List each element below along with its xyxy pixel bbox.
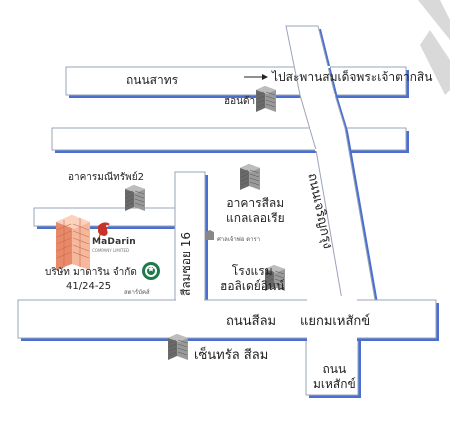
- road-label-mahesak: ถนน มเหสักข์: [313, 362, 356, 391]
- place-label-shophouse: ฮอนด้า: [224, 96, 256, 107]
- road-label-silom: ถนนสีลม: [226, 314, 277, 329]
- place-label-madarin-company: บริษัท มาดาริน จำกัด: [45, 267, 137, 278]
- madarin-tower-icon: [56, 215, 90, 270]
- place-label-niti-building: อาคารมณีทรัพย์2: [68, 172, 144, 183]
- road-label-sathorn: ถนนสาทร: [126, 73, 179, 87]
- place-label-central-silom: เซ็นทรัล สีลม: [194, 348, 269, 363]
- arrow-right-icon: [244, 74, 268, 80]
- shrine-building-icon: [205, 230, 214, 240]
- place-label-shrine: ศาลเจ้าพ่อ ดารา: [217, 236, 261, 243]
- shophouse-building-icon: [255, 85, 277, 113]
- place-label-silom-gallery: อาคารสีลม แกลเลอเรีย: [226, 196, 285, 225]
- madarin-logo-subtitle: COMPANY LIMITED: [92, 248, 130, 253]
- road-shapes: [17, 25, 439, 398]
- starbucks-logo-icon: [142, 262, 160, 280]
- road-label-mahesak-intersection: แยกมเหสักข์: [300, 314, 371, 329]
- silom-gallery-building-icon: [239, 163, 261, 191]
- niti-building-icon: [124, 184, 146, 212]
- central-silom-building-icon: [167, 333, 189, 361]
- madarin-logo-icon: [98, 222, 110, 241]
- place-label-starbucks: สตาร์บัคส์: [124, 289, 150, 296]
- madarin-logo-name: MaDarin: [92, 237, 136, 247]
- place-label-holiday-inn: โรงแรม ฮอลิเดย์อินน์: [220, 264, 285, 293]
- place-label-madarin-address: 41/24-25: [66, 281, 112, 292]
- road-label-to-taksin: ไปสะพานสมเด็จพระเจ้าตากสิน: [272, 70, 433, 84]
- decorative-stroke-icon: [418, 0, 450, 95]
- road-label-soi16: สีลมซอย 16: [179, 231, 193, 296]
